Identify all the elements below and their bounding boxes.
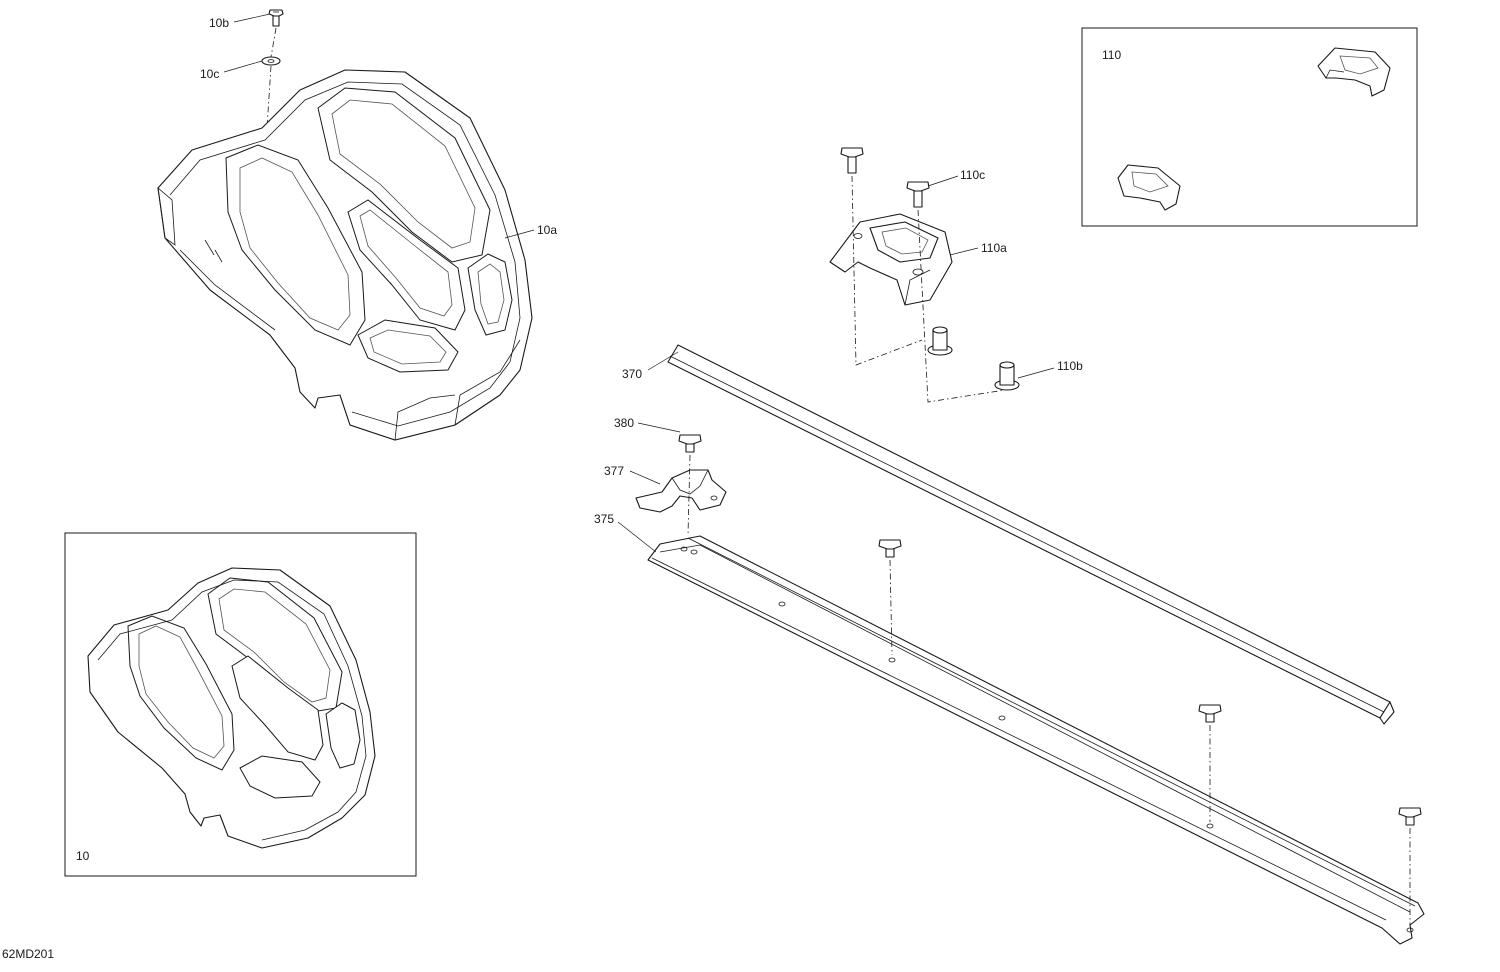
part-370-strip[interactable] <box>667 344 1395 725</box>
assembly-line-10b <box>266 27 277 129</box>
leader-lines <box>223 13 1055 553</box>
part-10-rack-assembly[interactable] <box>87 567 376 849</box>
callout-110b: 110b <box>1057 359 1083 373</box>
callout-370: 370 <box>622 367 642 381</box>
part-10c-washer[interactable] <box>261 56 281 66</box>
callout-110c: 110c <box>960 168 985 182</box>
part-110c-screw[interactable] <box>840 147 930 208</box>
inset-box-110 <box>1081 27 1418 227</box>
inset-box-10 <box>64 532 417 877</box>
assembly-lines-110 <box>851 175 1006 403</box>
part-10a-rack[interactable] <box>157 69 533 441</box>
part-10b-screw[interactable] <box>268 9 284 27</box>
part-110a-guide-block[interactable] <box>829 213 953 306</box>
callout-110a: 110a <box>981 241 1007 255</box>
callout-110: 110 <box>1102 48 1121 62</box>
callout-375: 375 <box>594 512 614 526</box>
callout-380: 380 <box>614 416 634 430</box>
callout-10: 10 <box>76 849 90 863</box>
drawing-id: 62MD201 <box>2 947 54 961</box>
callout-377: 377 <box>604 464 624 478</box>
part-375-rail[interactable] <box>647 535 1425 945</box>
callout-10b: 10b <box>209 16 229 30</box>
callout-10a: 10a <box>537 223 557 237</box>
part-380-screw[interactable] <box>678 434 702 453</box>
part-380-rail-screws[interactable] <box>878 539 1422 826</box>
part-110-guide-block-pair[interactable] <box>1117 47 1391 211</box>
callout-10c: 10c <box>200 67 219 81</box>
part-110b-insert[interactable] <box>927 326 1020 391</box>
part-377-clamp[interactable] <box>635 469 727 513</box>
assembly-lines-rail <box>889 559 1411 925</box>
